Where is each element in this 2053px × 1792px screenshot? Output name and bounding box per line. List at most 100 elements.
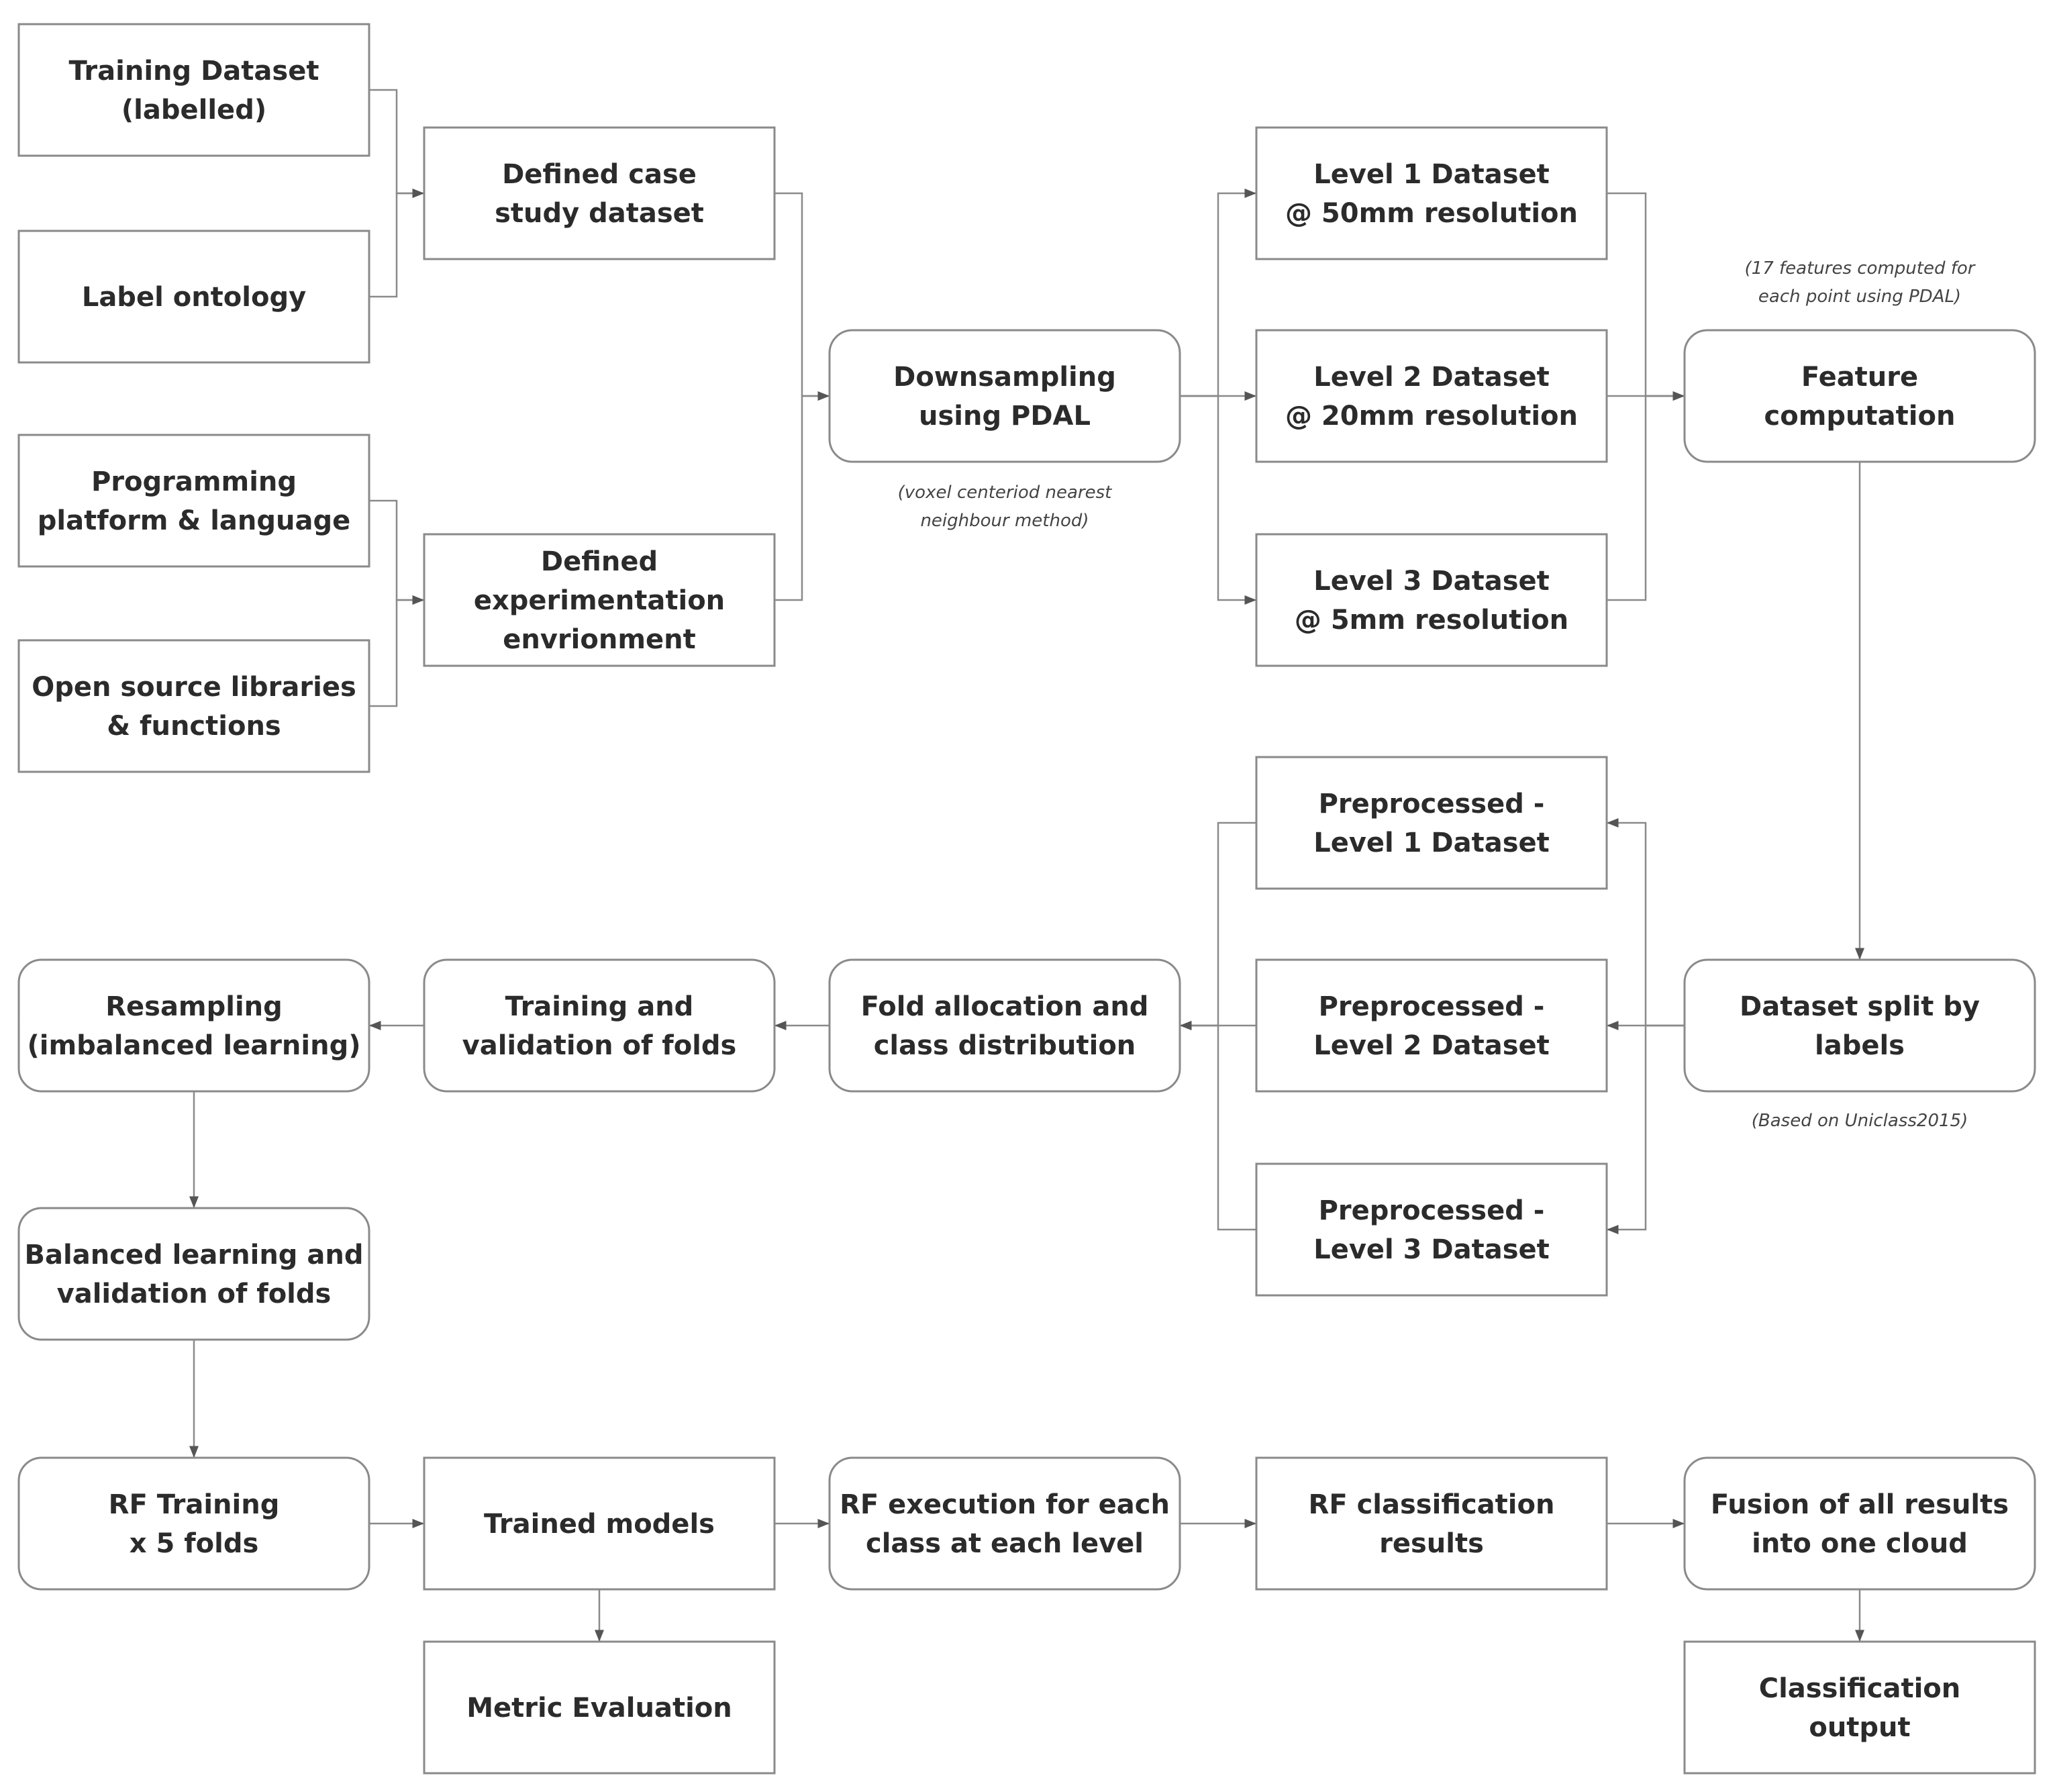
connector-defined-case-study-to-downsampling bbox=[774, 192, 830, 401]
node-box bbox=[17, 23, 370, 157]
node-label-line: & functions bbox=[107, 711, 281, 742]
connector-preprocessed-level3-to-fold-allocation bbox=[1180, 1021, 1256, 1231]
annotation-downsampling-note: (voxel centeriod nearest bbox=[898, 483, 1112, 503]
node-box bbox=[17, 434, 370, 568]
annotation-feature-note: (17 features computed for bbox=[1745, 258, 1976, 279]
node-box bbox=[17, 958, 370, 1093]
node-resampling: Resampling (imbalanced learning) bbox=[17, 958, 370, 1093]
connector-downsampling-to-level1-dataset bbox=[1180, 189, 1256, 397]
connector-open-source-libraries-to-defined-environment bbox=[369, 595, 424, 707]
node-label-line: Programming bbox=[91, 466, 297, 497]
node-label-line: RF execution for each bbox=[840, 1489, 1170, 1520]
node-box bbox=[17, 639, 370, 773]
node-box bbox=[1255, 329, 1608, 463]
connectors bbox=[189, 89, 1864, 1642]
annotation-downsampling-note: neighbour method) bbox=[920, 511, 1089, 531]
node-box bbox=[17, 230, 370, 364]
node-label-line: Level 2 Dataset bbox=[1313, 362, 1550, 393]
node-label-line: validation of folds bbox=[462, 1030, 737, 1061]
node-label-line: into one cloud bbox=[1752, 1528, 1968, 1559]
node-label-line: RF classification bbox=[1309, 1489, 1555, 1520]
annotation-split-note: (Based on Uniclass2015) bbox=[1752, 1111, 1968, 1131]
node-box bbox=[1255, 756, 1608, 890]
node-label-line: computation bbox=[1764, 401, 1956, 432]
node-box bbox=[828, 329, 1181, 463]
connector-level1-dataset-to-feature-computation bbox=[1607, 192, 1685, 401]
node-label-line: Level 3 Dataset bbox=[1313, 1234, 1550, 1265]
notes: (voxel centeriod nearest neighbour method… bbox=[898, 258, 1976, 1131]
annotation-feature-note: each point using PDAL) bbox=[1758, 287, 1961, 307]
node-preprocessed-level2: Preprocessed -Level 2 Dataset bbox=[1255, 958, 1608, 1093]
node-training-validation: Training and validation of folds bbox=[423, 958, 776, 1093]
node-training-dataset: Training Dataset(labelled) bbox=[17, 23, 370, 157]
node-box bbox=[1255, 1456, 1608, 1591]
node-label-line: class at each level bbox=[866, 1528, 1144, 1559]
node-label-line: (imbalanced learning) bbox=[27, 1030, 360, 1061]
node-label-line: Feature bbox=[1801, 362, 1918, 393]
node-label-line: labels bbox=[1815, 1030, 1905, 1061]
node-label-line: @ 5mm resolution bbox=[1295, 605, 1568, 636]
node-label-line: RF Training bbox=[109, 1489, 280, 1520]
node-label-line: Resampling bbox=[105, 991, 283, 1022]
node-label-line: Fusion of all results bbox=[1711, 1489, 2009, 1520]
node-label-line: @ 50mm resolution bbox=[1285, 198, 1578, 229]
node-box bbox=[17, 1207, 370, 1341]
node-box bbox=[828, 958, 1181, 1093]
node-rf-training: RF Training x 5 folds bbox=[17, 1456, 370, 1591]
node-label-line: results bbox=[1379, 1528, 1484, 1559]
connector-preprocessed-level1-to-fold-allocation bbox=[1180, 822, 1256, 1030]
node-metric-evaluation: Metric Evaluation bbox=[423, 1640, 776, 1775]
node-label-line: output bbox=[1809, 1712, 1910, 1743]
node-label-line: Downsampling bbox=[893, 362, 1116, 393]
node-label-line: Defined bbox=[541, 546, 658, 577]
node-label-line: platform & language bbox=[38, 505, 351, 536]
node-feature-computation: Feature computation bbox=[1683, 329, 2036, 463]
node-label-line: Label ontology bbox=[82, 282, 306, 313]
node-dataset-split: Dataset split by labels bbox=[1683, 958, 2036, 1093]
node-label-line: Training Dataset bbox=[69, 56, 319, 87]
node-label-line: envrionment bbox=[503, 624, 695, 655]
node-label-line: using PDAL bbox=[919, 401, 1091, 432]
node-label-line: study dataset bbox=[495, 198, 704, 229]
connector-level3-dataset-to-feature-computation bbox=[1607, 391, 1685, 601]
node-trained-models: Trained models bbox=[423, 1456, 776, 1591]
node-box bbox=[423, 1456, 776, 1591]
node-label-line: validation of folds bbox=[57, 1279, 332, 1309]
node-label-line: experimentation bbox=[474, 585, 725, 616]
node-rf-results: RF classification results bbox=[1255, 1456, 1608, 1591]
node-label-line: x 5 folds bbox=[130, 1528, 259, 1559]
nodes: Training Dataset(labelled) Label ontology… bbox=[17, 23, 2036, 1775]
connector-programming-platform-to-defined-environment bbox=[369, 499, 424, 605]
node-downsampling: Downsampling using PDAL bbox=[828, 329, 1181, 463]
node-label-line: Training and bbox=[505, 991, 694, 1022]
node-box bbox=[1683, 1640, 2036, 1775]
node-level3-dataset: Level 3 Dataset @ 5mm resolution bbox=[1255, 533, 1608, 667]
node-label-line: Defined case bbox=[502, 159, 697, 190]
node-label-line: Preprocessed - bbox=[1319, 789, 1545, 819]
node-fusion: Fusion of all results into one cloud bbox=[1683, 1456, 2036, 1591]
node-label-ontology: Label ontology bbox=[17, 230, 370, 364]
node-label-line: Preprocessed - bbox=[1319, 1195, 1545, 1226]
node-box bbox=[1255, 533, 1608, 667]
node-label-line: @ 20mm resolution bbox=[1285, 401, 1578, 432]
node-defined-case-study: Defined case study dataset bbox=[423, 126, 776, 260]
node-programming-platform: Programming platform & language bbox=[17, 434, 370, 568]
node-box bbox=[423, 1640, 776, 1775]
node-defined-environment: Defined experimentation envrionment bbox=[423, 533, 776, 667]
node-box bbox=[828, 1456, 1181, 1591]
node-label-line: Level 3 Dataset bbox=[1313, 566, 1550, 597]
node-label-line: Open source libraries bbox=[32, 672, 356, 703]
node-rf-execution: RF execution for each class at each level bbox=[828, 1456, 1181, 1591]
node-label-line: Dataset split by bbox=[1740, 991, 1980, 1022]
node-preprocessed-level1: Preprocessed -Level 1 Dataset bbox=[1255, 756, 1608, 890]
node-box bbox=[1683, 1456, 2036, 1591]
node-label-line: Level 2 Dataset bbox=[1313, 1030, 1550, 1061]
node-open-source-libraries: Open source libraries & functions bbox=[17, 639, 370, 773]
node-label-line: class distribution bbox=[874, 1030, 1136, 1061]
connector-training-dataset-to-defined-case-study bbox=[369, 89, 424, 198]
node-level2-dataset: Level 2 Dataset @ 20mm resolution bbox=[1255, 329, 1608, 463]
